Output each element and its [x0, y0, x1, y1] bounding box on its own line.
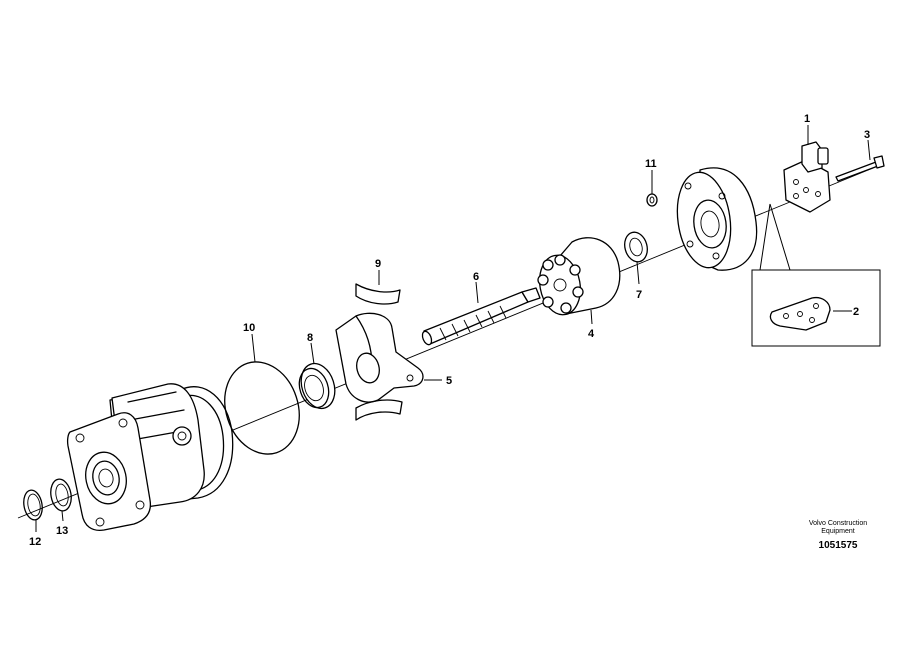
callout-10: 10	[243, 322, 255, 334]
part-1-control-valve	[783, 141, 831, 213]
callout-12: 12	[29, 536, 41, 548]
company-line-1: Volvo Construction	[808, 520, 868, 527]
callout-8: 8	[307, 332, 313, 344]
callout-4: 4	[588, 328, 595, 340]
part-3-bolt	[835, 155, 885, 182]
callout-11: 11	[645, 158, 657, 170]
leader-lines	[35, 125, 871, 532]
callout-13: 13	[56, 525, 68, 537]
callout-5: 5	[446, 375, 452, 387]
end-cover	[676, 167, 758, 271]
callout-6: 6	[473, 271, 479, 283]
drawing-number: 1051575	[818, 540, 858, 551]
part-6-drive-shaft	[421, 287, 541, 346]
part-2-gasket	[769, 296, 831, 331]
part-11-plug	[646, 193, 658, 207]
callout-7: 7	[636, 289, 642, 301]
callout-3: 3	[864, 129, 870, 141]
company-name: Volvo Construction Equipment	[795, 520, 881, 536]
part-12-snap-ring	[23, 489, 43, 521]
part-8-bearing	[298, 362, 336, 410]
pump-housing	[66, 383, 234, 532]
callout-2: 2	[853, 306, 859, 318]
part-5-swash-plate	[335, 312, 424, 403]
part-7-bearing	[624, 231, 648, 263]
detail-box	[751, 203, 881, 347]
company-line-2: Equipment	[821, 528, 855, 535]
part-4-cylinder-block	[537, 237, 621, 316]
part-13-seal-ring	[50, 478, 72, 512]
part-10-o-ring	[224, 361, 300, 455]
callout-9: 9	[375, 258, 381, 270]
callout-1: 1	[804, 113, 810, 125]
